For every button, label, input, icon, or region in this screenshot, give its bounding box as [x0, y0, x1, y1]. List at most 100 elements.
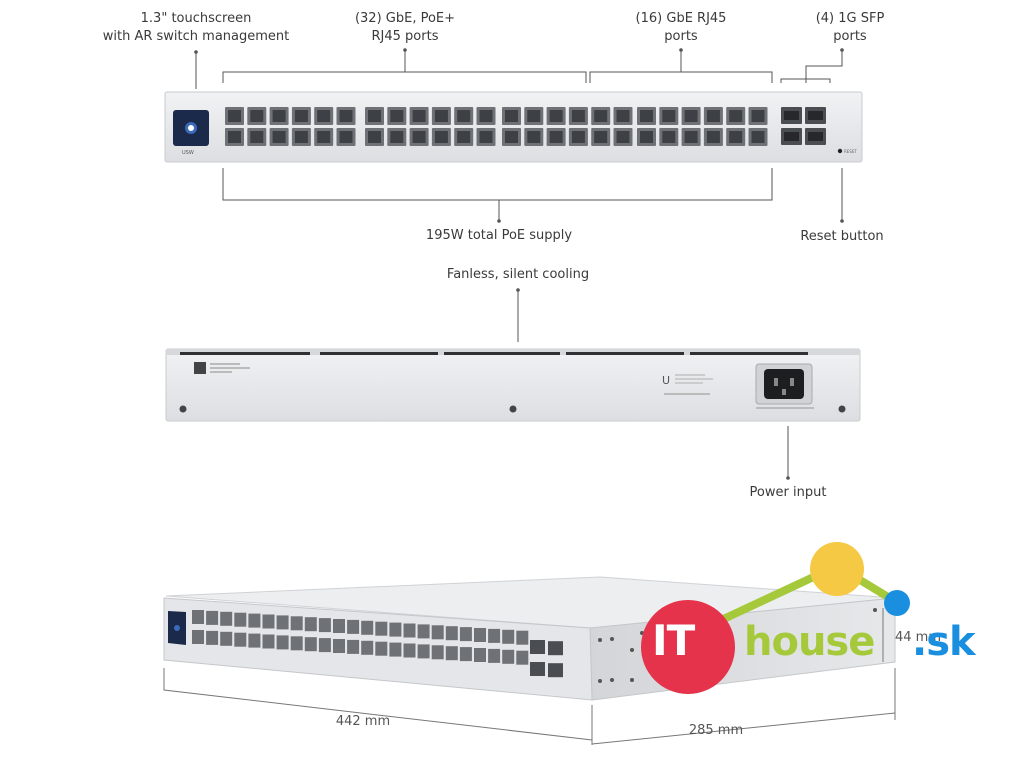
sfp-port	[530, 662, 545, 676]
rj45-port-socket	[272, 131, 286, 143]
callout-reset: Reset button	[800, 229, 884, 244]
callout-rj45-ports: (16) GbE RJ45 ports	[611, 10, 751, 46]
dimension-height: 44 mm	[895, 630, 942, 645]
dimension-lines	[163, 608, 896, 745]
callout-poe-supply: 195W total PoE supply	[425, 228, 573, 243]
rj45-port	[431, 645, 444, 660]
ithouse-watermark-logo	[641, 542, 910, 694]
screw-icon	[179, 405, 187, 413]
rj45-port-socket	[317, 110, 331, 122]
rj45-port	[403, 643, 416, 658]
rj45-port-socket	[684, 110, 698, 122]
rj45-port	[445, 626, 458, 641]
rj45-port	[318, 638, 331, 653]
rj45-port-socket	[640, 110, 653, 122]
front-port-array	[225, 107, 768, 146]
rj45-port-socket	[662, 110, 676, 122]
callout-cooling: Fanless, silent cooling	[446, 267, 590, 282]
rj45-port	[417, 644, 430, 659]
rj45-port-socket	[571, 131, 585, 143]
rj45-port-socket	[479, 110, 493, 122]
rj45-port	[445, 646, 458, 661]
rj45-port-socket	[412, 110, 426, 122]
rj45-port-socket	[317, 131, 331, 143]
callout-touchscreen-line1: 1.3" touchscreen	[140, 11, 252, 26]
rj45-port-socket	[729, 110, 743, 122]
rj45-port	[192, 610, 204, 624]
rj45-port	[389, 622, 402, 637]
sfp-port-array	[781, 107, 826, 145]
power-socket	[764, 369, 804, 399]
rj45-port	[347, 639, 360, 654]
callout-poe-ports-line1: (32) GbE, PoE+	[354, 11, 456, 26]
rj45-port-socket	[527, 110, 541, 122]
rj45-port	[502, 649, 515, 664]
rj45-port-socket	[549, 110, 563, 122]
yellow-node-icon	[810, 542, 864, 596]
rj45-port	[220, 611, 233, 626]
rj45-port-socket	[250, 110, 264, 122]
rj45-port-socket	[505, 131, 518, 143]
rj45-port-socket	[228, 131, 241, 143]
svg-text:RESET: RESET	[844, 149, 857, 154]
rj45-port-socket	[571, 110, 585, 122]
rj45-port-socket	[339, 131, 353, 143]
rj45-port	[361, 620, 374, 635]
front-callout-lines	[195, 50, 843, 478]
rj45-port	[389, 642, 402, 657]
callout-poe-ports-line2: RJ45 ports	[371, 29, 439, 44]
rj45-port	[474, 648, 486, 662]
dimension-depth: 285 mm	[688, 723, 744, 738]
rj45-port-socket	[368, 131, 381, 143]
rj45-port-socket	[368, 110, 381, 122]
rj45-port-socket	[616, 131, 630, 143]
watermark-it: IT	[652, 616, 695, 665]
watermark-house: house	[744, 619, 875, 665]
rj45-port-socket	[272, 110, 286, 122]
rj45-port-socket	[505, 110, 518, 122]
svg-text:USW: USW	[182, 150, 194, 156]
front-view: USW RESET	[164, 91, 863, 163]
rj45-port	[474, 628, 486, 642]
rj45-port-socket	[228, 110, 241, 122]
rj45-port-socket	[457, 131, 471, 143]
watermark-tld: .sk	[912, 619, 976, 665]
sfp-port-cage	[808, 111, 823, 120]
rj45-port	[403, 623, 416, 638]
callout-touchscreen-line2: with AR switch management	[102, 29, 290, 44]
rj45-port	[488, 648, 501, 663]
rj45-port-socket	[434, 110, 448, 122]
callout-power: Power input	[749, 485, 827, 500]
callout-touchscreen: 1.3" touchscreen with AR switch manageme…	[96, 10, 296, 46]
rj45-port-socket	[549, 131, 563, 143]
rj45-port	[459, 627, 472, 642]
rj45-port-socket	[729, 131, 743, 143]
rj45-port-socket	[390, 110, 404, 122]
rj45-port-socket	[479, 131, 493, 143]
rj45-port-socket	[434, 131, 448, 143]
rj45-port	[304, 637, 317, 652]
rj45-port	[431, 625, 444, 640]
rj45-port	[347, 619, 360, 634]
rj45-port	[290, 636, 303, 651]
perspective-port-array	[192, 610, 563, 678]
sfp-port	[548, 663, 563, 678]
callout-sfp-ports-line2: ports	[833, 29, 867, 44]
reset-button	[837, 148, 843, 154]
callout-sfp-ports-line1: (4) 1G SFP	[815, 11, 885, 26]
callout-dots	[194, 48, 844, 480]
rj45-port-socket	[594, 110, 608, 122]
sfp-port-cage	[784, 111, 799, 120]
callout-rj45-ports-line1: (16) GbE RJ45	[635, 11, 727, 26]
rj45-port-socket	[662, 131, 676, 143]
rj45-port-socket	[706, 110, 720, 122]
rj45-port-socket	[339, 110, 353, 122]
rj45-port-socket	[250, 131, 264, 143]
rj45-port	[234, 632, 247, 647]
sfp-port	[530, 640, 545, 654]
rj45-port	[361, 640, 374, 655]
sfp-port-cage	[784, 132, 799, 141]
rear-view: U	[165, 348, 861, 422]
rj45-port	[375, 641, 388, 656]
